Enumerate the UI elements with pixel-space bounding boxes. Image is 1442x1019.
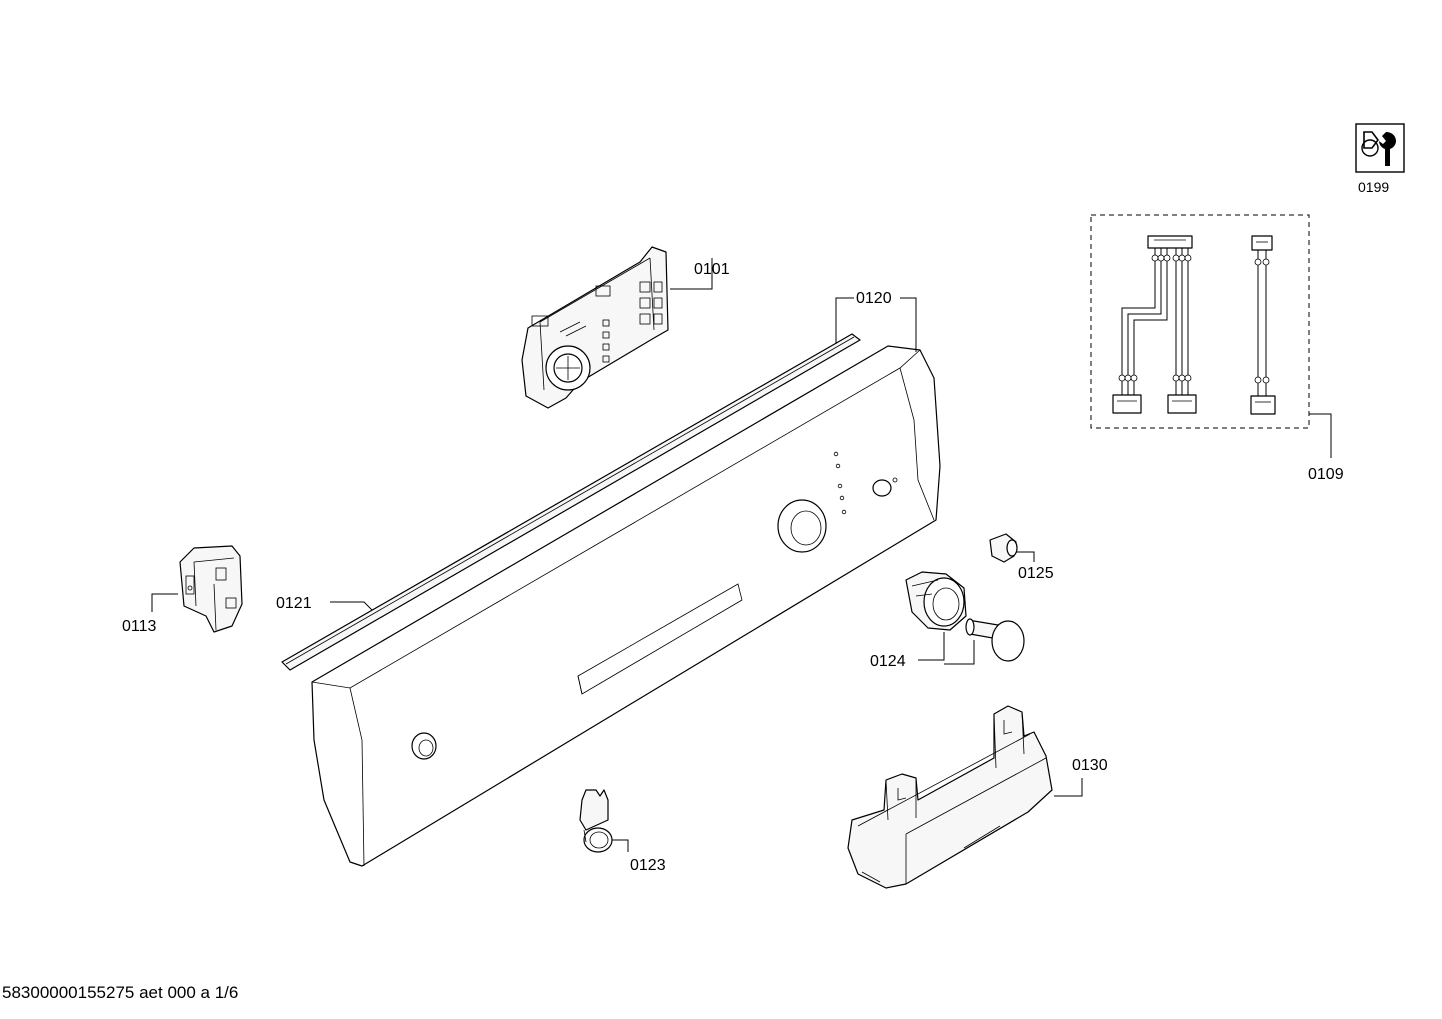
panel-bracket bbox=[847, 705, 1053, 889]
on-off-button bbox=[579, 789, 613, 853]
part-label-0101: 0101 bbox=[694, 261, 730, 278]
service-tool-icon bbox=[1355, 123, 1405, 173]
part-label-0113: 0113 bbox=[122, 618, 157, 635]
cable-harness-set bbox=[1090, 214, 1310, 429]
push-button bbox=[989, 533, 1018, 563]
part-label-0199: 0199 bbox=[1358, 179, 1389, 195]
part-label-0120: 0120 bbox=[856, 290, 892, 307]
control-panel-fascia bbox=[311, 345, 941, 867]
program-knob bbox=[905, 571, 1025, 662]
document-id-footer: 58300000155275 aet 000 a 1/6 bbox=[2, 983, 238, 1002]
door-switch bbox=[179, 545, 243, 633]
trim-strip bbox=[281, 333, 861, 671]
part-label-0124: 0124 bbox=[870, 653, 906, 670]
part-label-0123: 0123 bbox=[630, 857, 666, 874]
control-module bbox=[521, 246, 669, 409]
part-label-0109: 0109 bbox=[1308, 466, 1344, 483]
part-label-0130: 0130 bbox=[1072, 757, 1108, 774]
part-label-0125: 0125 bbox=[1018, 565, 1054, 582]
part-label-0121: 0121 bbox=[276, 595, 312, 612]
